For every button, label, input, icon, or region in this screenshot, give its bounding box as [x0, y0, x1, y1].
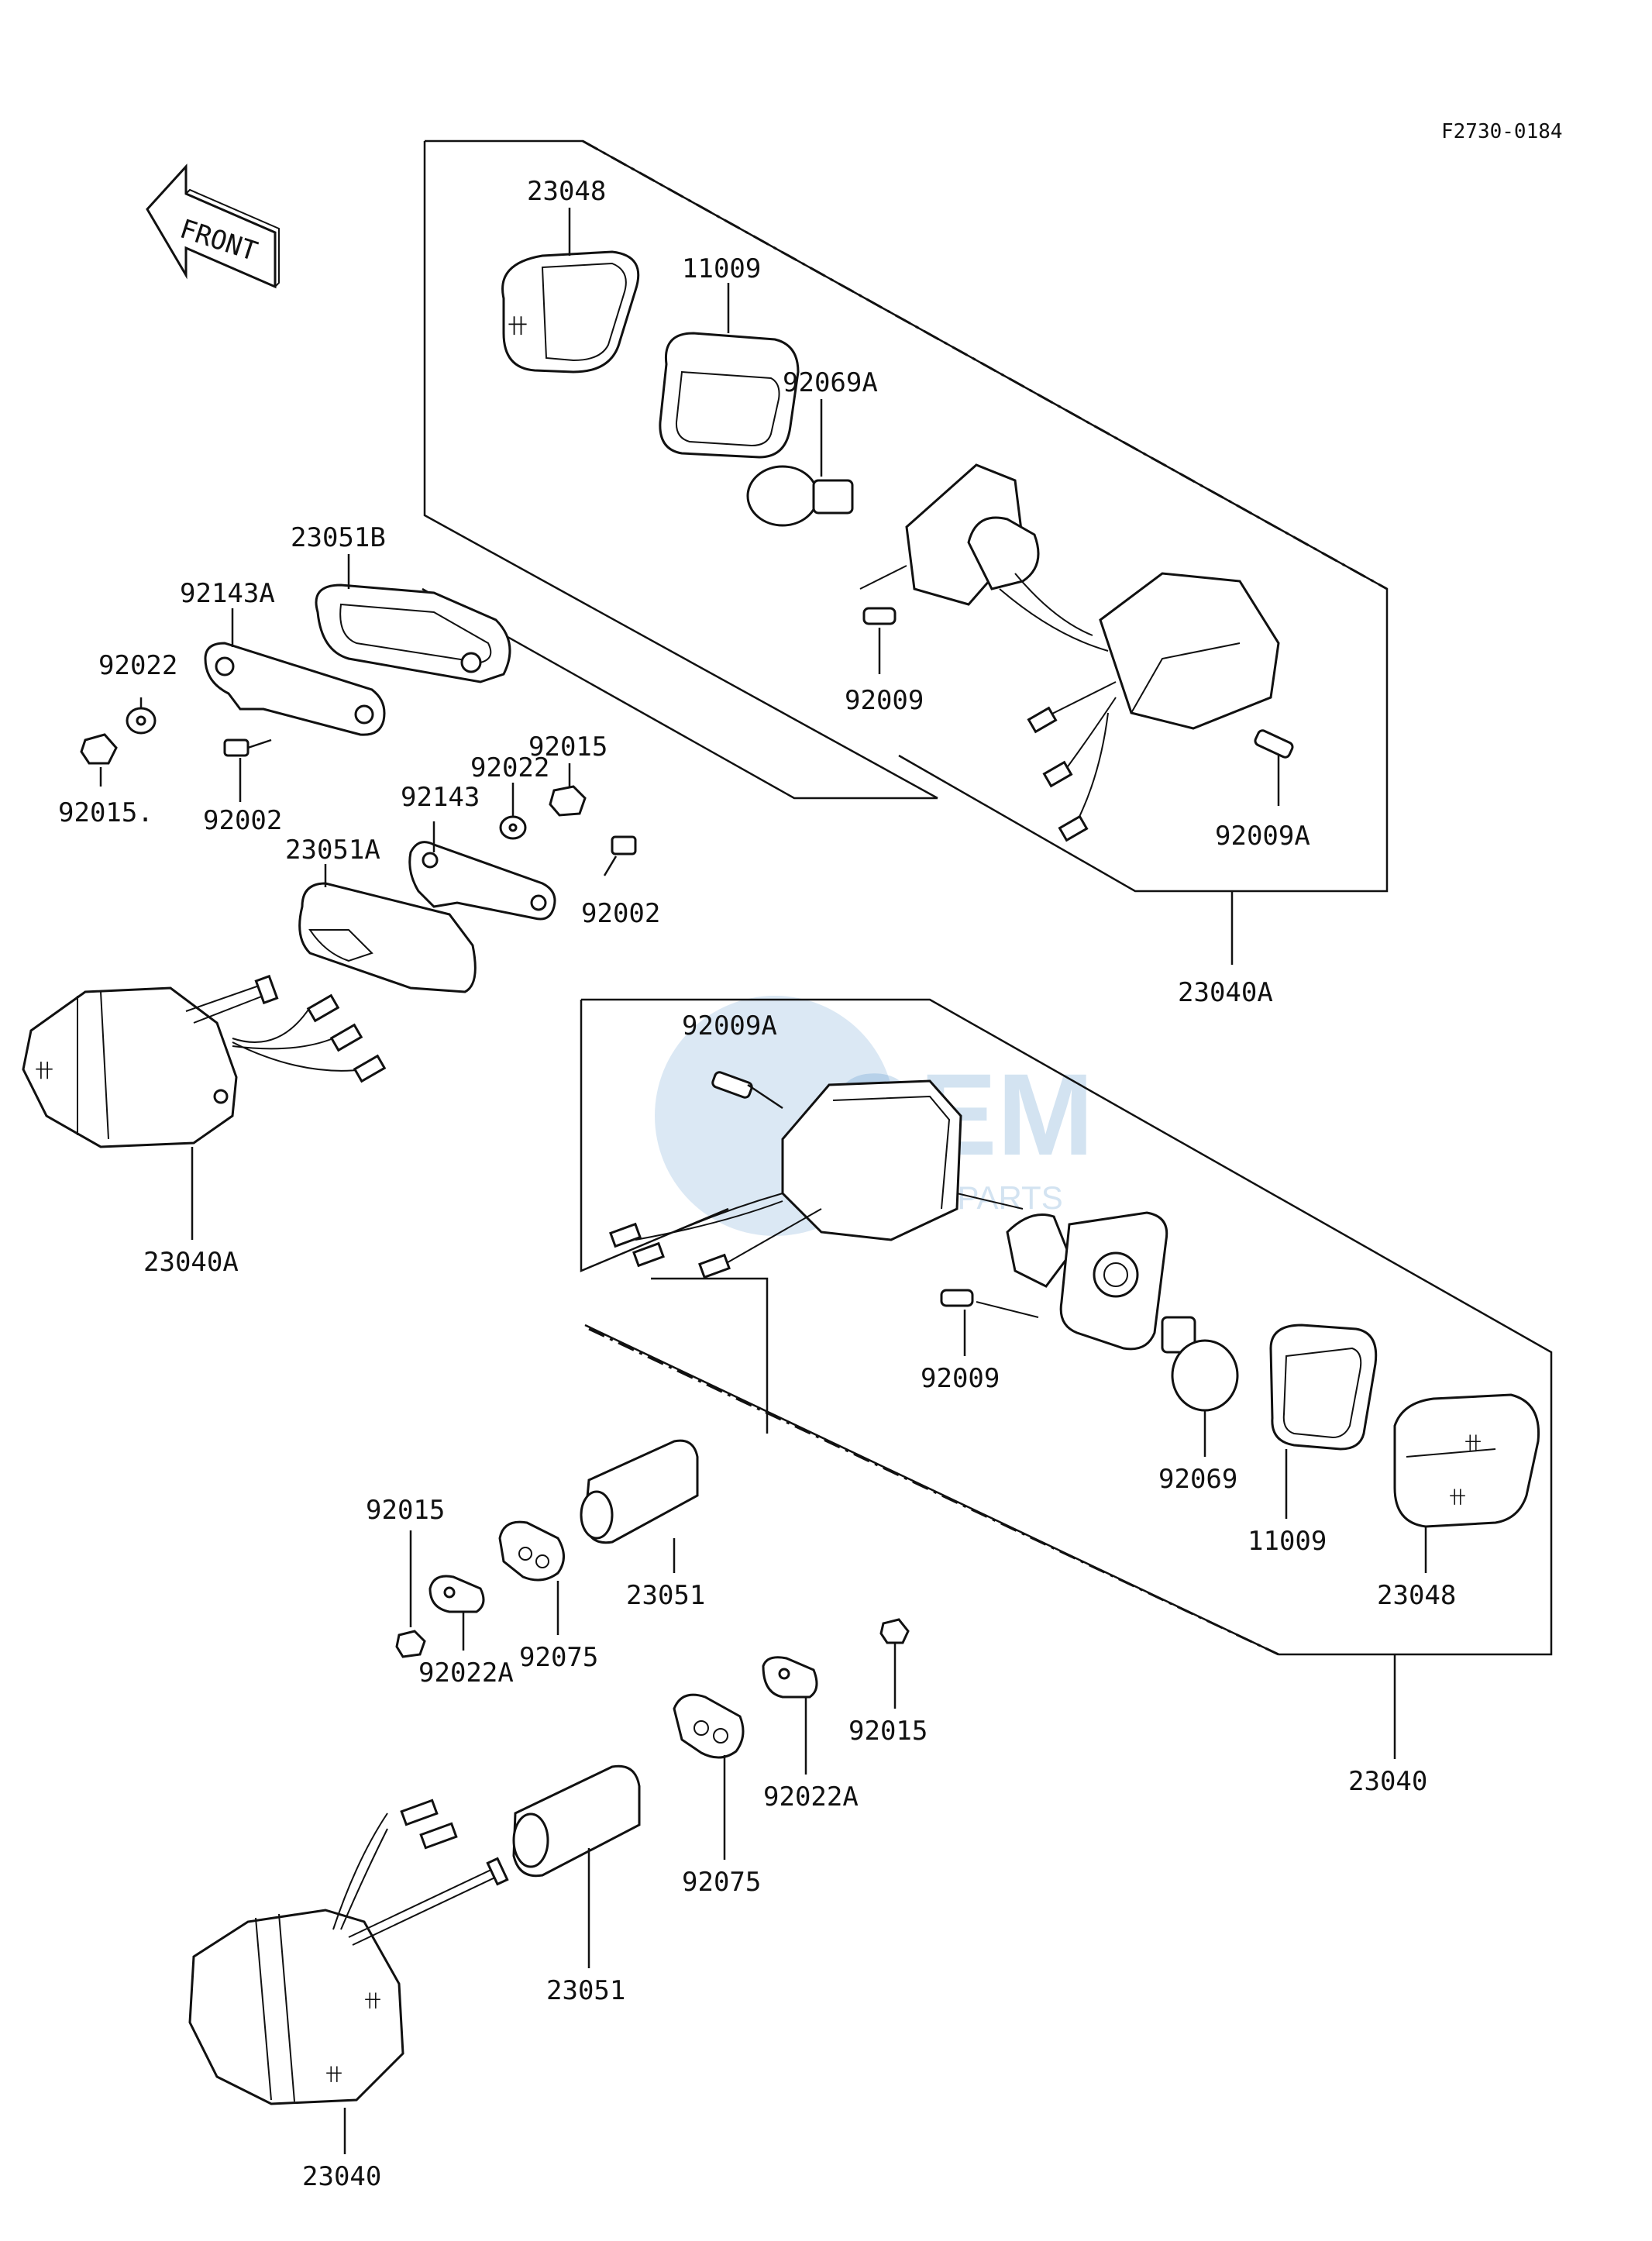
diagram-ref: F2730-0184: [1441, 120, 1563, 143]
label-92143A: 92143A: [180, 578, 275, 609]
label-92002-b: 92002: [581, 898, 660, 929]
svg-text:卄: 卄: [325, 2066, 342, 2085]
part-92002-bolt-b: [603, 835, 637, 876]
svg-text:卄: 卄: [364, 1992, 381, 2012]
label-92009A-upper: 92009A: [1215, 821, 1310, 852]
part-23051-sleeve-a: [580, 1439, 699, 1573]
label-23051-a: 23051: [626, 1580, 705, 1611]
part-11009-gasket-upper: [659, 332, 800, 459]
part-92009A-screw-lower: [711, 1071, 783, 1110]
label-23040-right: 23040: [1348, 1766, 1427, 1797]
label-11009-lower: 11009: [1248, 1526, 1327, 1557]
label-92022A-b: 92022A: [763, 1781, 859, 1812]
label-23040A-right: 23040A: [1178, 977, 1273, 1008]
part-23040A-lamp-upper: [859, 463, 1280, 842]
part-labels: 23048 11009 92069A 23051B 92143A 92022 9…: [58, 176, 1456, 2192]
part-23040-lamp-lower: [609, 1079, 1071, 1288]
label-92015-c: 92015: [366, 1495, 445, 1526]
part-92009-screw-lower: [940, 1289, 1039, 1356]
part-92069A-bulb: [746, 465, 854, 527]
part-23051-sleeve-b: [512, 1764, 641, 1968]
part-92009-screw-upper: [862, 607, 897, 674]
label-92009-lower: 92009: [921, 1363, 1000, 1394]
label-92069A: 92069A: [783, 367, 878, 398]
label-92075-b: 92075: [682, 1867, 761, 1898]
part-92069-bulb: [1161, 1316, 1239, 1457]
front-arrow-icon: FRONT: [146, 164, 280, 289]
leader-lines: [99, 208, 823, 1240]
part-92022A-washer-a: [428, 1575, 485, 1651]
svg-text:卄: 卄: [1449, 1489, 1466, 1508]
label-23040-bottom: 23040: [302, 2161, 381, 2192]
part-92015-nut-a: [80, 733, 118, 765]
part-92015-nut-c: [395, 1530, 426, 1658]
part-92143A-bracket: [204, 642, 386, 736]
part-23048-lens-lower: 卄 卄: [1393, 1393, 1540, 1573]
label-23040A-left: 23040A: [143, 1247, 239, 1278]
part-92022-washer-b: [499, 815, 527, 840]
svg-text:卄: 卄: [1464, 1434, 1482, 1454]
part-92015-nut-d: [879, 1618, 910, 1709]
part-23040A-lamp-left: 卄: [22, 974, 387, 1148]
part-92075-grommet-a: [498, 1520, 565, 1635]
label-92009-upper: 92009: [845, 685, 924, 716]
part-92015-nut-b: [549, 785, 587, 817]
label-23048-lower: 23048: [1377, 1580, 1456, 1611]
label-92015-b: 92015: [528, 732, 607, 762]
part-23051B-mount: [315, 583, 511, 683]
part-92143-bracket: [408, 841, 556, 921]
part-socket-lower: [1059, 1211, 1168, 1351]
label-23048-upper: 23048: [527, 176, 606, 207]
part-23051A-mount: [298, 882, 477, 993]
label-92002-a: 92002: [203, 805, 282, 836]
label-92015-d: 92015: [848, 1716, 928, 1747]
label-92022-a: 92022: [98, 650, 177, 681]
label-92069: 92069: [1158, 1464, 1237, 1495]
label-23051-b: 23051: [546, 1975, 625, 2006]
part-92075-grommet-b: [673, 1693, 745, 1860]
label-92143: 92143: [401, 782, 480, 813]
label-92075-a: 92075: [519, 1642, 598, 1673]
label-92015-a: 92015.: [58, 797, 153, 828]
svg-text:卄: 卄: [35, 1060, 53, 1082]
assembly-box-23040A: [422, 139, 1389, 965]
part-23048-lens-upper: 卄: [501, 250, 640, 374]
label-92022A-a: 92022A: [418, 1658, 514, 1688]
label-92009A-lower: 92009A: [682, 1010, 777, 1041]
part-92002-bolt-a: [223, 738, 272, 757]
label-11009-upper: 11009: [682, 253, 761, 284]
part-92022A-washer-b: [762, 1656, 818, 1775]
assembly-box-23040: [580, 998, 1553, 1759]
part-92022-washer-a: [126, 707, 157, 735]
part-92009A-screw-upper: [1254, 729, 1294, 806]
label-23051A: 23051A: [285, 835, 380, 866]
label-92022-b: 92022: [470, 752, 549, 783]
part-23040-lamp-bottom: 卄 卄: [188, 1799, 509, 2154]
label-23051B: 23051B: [291, 522, 386, 553]
part-11009-gasket-lower: [1269, 1324, 1378, 1519]
svg-text:卄: 卄: [508, 315, 528, 339]
